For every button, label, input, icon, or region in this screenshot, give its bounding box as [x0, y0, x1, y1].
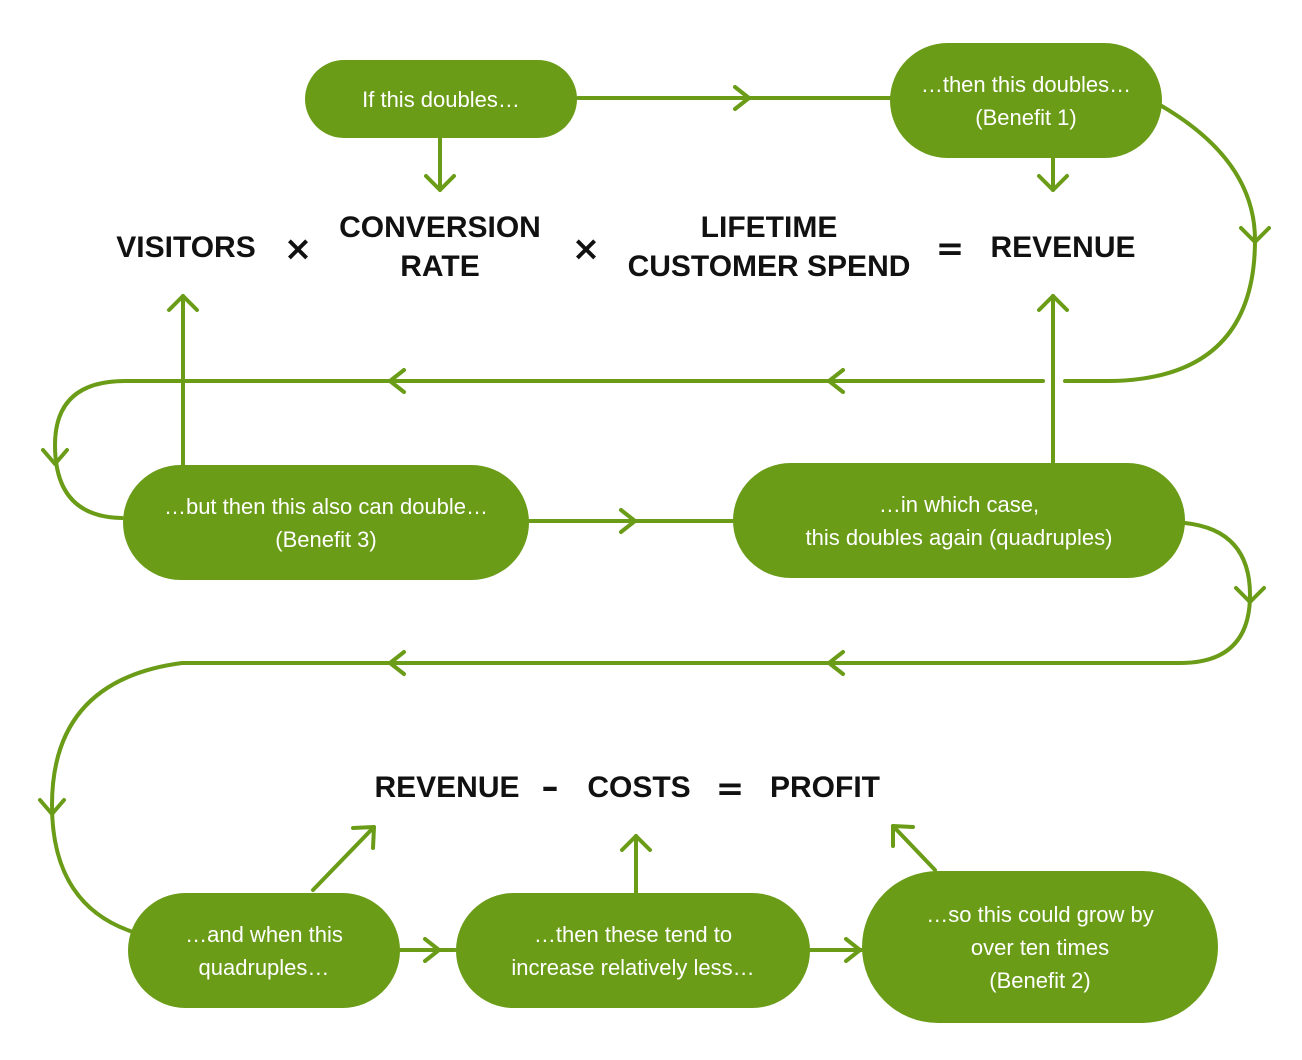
- step-if-doubles-line1: If this doubles…: [362, 86, 520, 112]
- step-increase-less-line2: increase relatively less…: [511, 954, 755, 980]
- term-revenue-label: REVENUE: [990, 231, 1136, 264]
- term-costs-label: COSTS: [587, 771, 691, 804]
- term-lifetime-customer-spend: LIFETIME CUSTOMER SPEND: [612, 208, 926, 286]
- equals-operator: =: [715, 769, 745, 809]
- step-grow-ten: …so this could grow by over ten times (B…: [862, 871, 1218, 1023]
- step-quadruples-line1: …in which case,: [878, 491, 1040, 517]
- term-conversion-line1: CONVERSION: [339, 211, 541, 244]
- minus-operator: –: [541, 767, 559, 807]
- arrowhead-left: [388, 650, 406, 676]
- loop-right-2: [1178, 521, 1252, 665]
- connector-grow-to-profit: [891, 824, 937, 872]
- arrowhead-left: [388, 368, 406, 394]
- term-revenue-2-label: REVENUE: [374, 771, 520, 804]
- step-then-doubles: …then this doubles… (Benefit 1): [890, 43, 1162, 158]
- arrowhead-left: [827, 368, 845, 394]
- arrowhead-right: [619, 508, 637, 534]
- step-grow-ten-line1: …so this could grow by: [926, 901, 1154, 927]
- loop-right-1: [1106, 103, 1257, 383]
- step-increase-less: …then these tend to increase relatively …: [456, 893, 810, 1008]
- step-increase-less-line1: …then these tend to: [533, 921, 733, 947]
- step-quadruples: …in which case, this doubles again (quad…: [733, 463, 1185, 578]
- step-grow-ten-line2: over ten times: [970, 934, 1110, 960]
- arrowhead-up-right: [351, 825, 376, 850]
- arrowhead-right: [423, 937, 441, 963]
- arrowhead-down: [41, 448, 69, 466]
- step-when-quadruples-line2: quadruples…: [198, 954, 330, 980]
- term-costs: COSTS: [574, 768, 704, 807]
- loop-left-1: [53, 379, 127, 520]
- term-profit: PROFIT: [755, 768, 895, 807]
- arrowhead-up: [167, 294, 199, 312]
- term-lifetime-line1: LIFETIME: [700, 211, 838, 244]
- term-conversion-line2: RATE: [400, 250, 480, 283]
- arrowhead-right: [733, 85, 751, 111]
- term-visitors-label: VISITORS: [116, 231, 256, 264]
- arrowhead-down: [38, 798, 66, 816]
- term-lifetime-line2: CUSTOMER SPEND: [627, 250, 911, 283]
- times-operator: ×: [283, 229, 313, 269]
- arrowhead-down: [424, 174, 456, 192]
- arrowhead-up: [1037, 294, 1069, 312]
- arrowhead-right: [844, 937, 862, 963]
- times-operator: ×: [571, 229, 601, 269]
- step-grow-ten-line3: (Benefit 2): [989, 967, 1091, 993]
- step-when-quadruples: …and when this quadruples…: [128, 893, 400, 1008]
- loop-left-2: [50, 661, 184, 934]
- step-also-double-line1: …but then this also can double…: [163, 493, 489, 519]
- arrowhead-left: [827, 650, 845, 676]
- equals-operator: =: [935, 229, 965, 269]
- term-revenue-2: REVENUE: [362, 768, 532, 807]
- term-visitors: VISITORS: [100, 228, 272, 267]
- step-also-double-line2: (Benefit 3): [275, 526, 377, 552]
- term-profit-label: PROFIT: [770, 771, 880, 804]
- step-then-doubles-line1: …then this doubles…: [920, 71, 1132, 97]
- step-quadruples-line2: this doubles again (quadruples): [805, 524, 1113, 550]
- arrowhead-down: [1037, 174, 1069, 192]
- step-when-quadruples-line1: …and when this: [185, 921, 343, 947]
- arrowhead-up-left: [891, 824, 915, 848]
- term-conversion-rate: CONVERSION RATE: [326, 208, 554, 286]
- arrowhead-up: [620, 834, 652, 852]
- connector-when-to-revenue: [311, 825, 376, 892]
- step-also-double: …but then this also can double… (Benefit…: [123, 465, 529, 580]
- step-then-doubles-line2: (Benefit 1): [975, 104, 1077, 130]
- arrowhead-down: [1239, 226, 1271, 244]
- step-if-doubles: If this doubles…: [305, 60, 577, 138]
- term-revenue: REVENUE: [978, 228, 1148, 267]
- arrowhead-down: [1234, 586, 1266, 604]
